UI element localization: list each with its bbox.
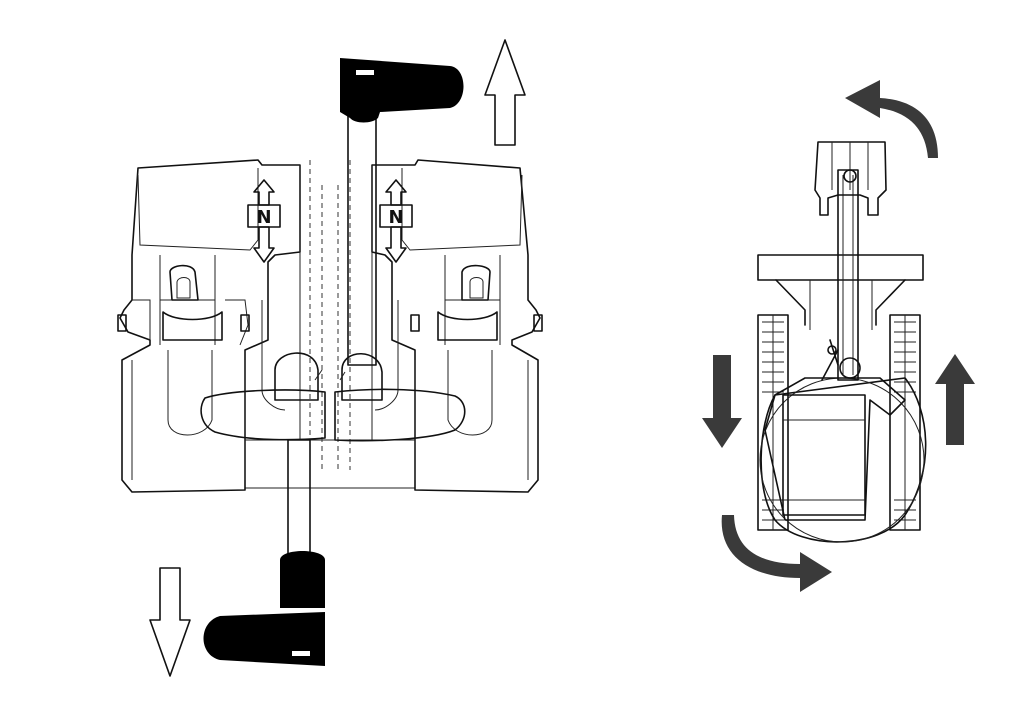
excavator-top-view xyxy=(757,141,927,543)
rotate-clockwise-arrow-icon xyxy=(721,515,832,592)
left-neutral-indicator: N xyxy=(247,179,281,263)
left-travel-lever xyxy=(203,439,325,666)
right-travel-lever xyxy=(340,58,464,366)
left-console-housing xyxy=(119,159,301,493)
right-console-housing xyxy=(371,159,541,493)
left-track xyxy=(757,314,789,531)
control-console xyxy=(117,159,543,493)
rotate-counterclockwise-arrow-icon xyxy=(845,80,938,158)
neutral-label-right: N xyxy=(388,207,403,228)
lever-knob-lower xyxy=(280,551,325,608)
backward-down-arrow-icon xyxy=(149,567,191,677)
forward-up-arrow-icon xyxy=(484,39,526,146)
right-track xyxy=(889,314,921,531)
left-track-reverse-arrow-icon xyxy=(702,355,742,448)
neutral-label-left: N xyxy=(256,207,271,228)
lever-handle-bottom xyxy=(203,612,325,666)
right-neutral-indicator: N xyxy=(379,179,413,263)
left-lever-grip-pad xyxy=(200,389,326,441)
right-track-forward-arrow-icon xyxy=(935,354,975,445)
right-lever-grip-pad xyxy=(334,388,466,442)
lever-handle-top xyxy=(340,58,464,123)
bucket xyxy=(814,141,887,216)
